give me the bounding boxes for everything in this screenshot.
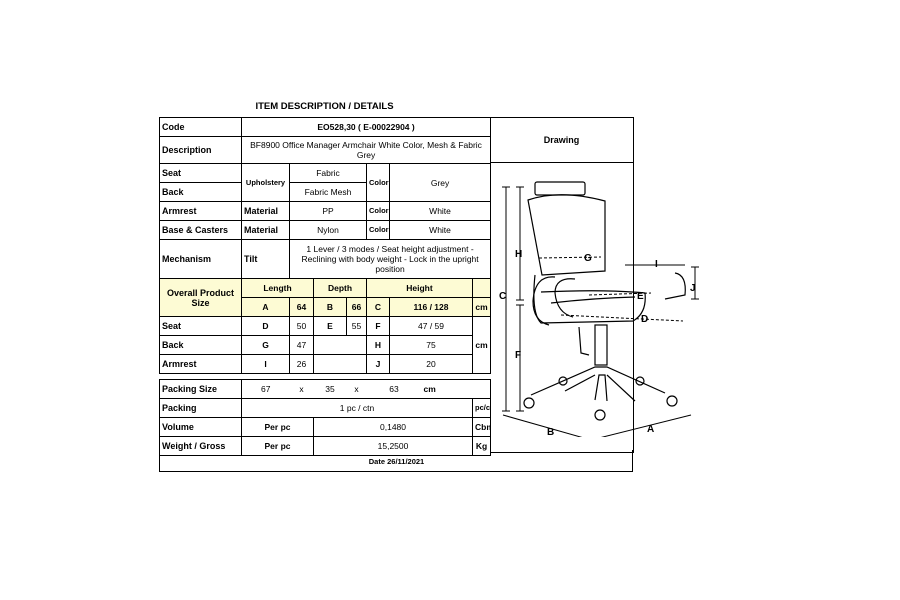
- volume-per: Per pc: [241, 417, 314, 437]
- code-label: Code: [159, 117, 242, 137]
- dim-d-value: 50: [289, 316, 314, 336]
- mechanism-label: Mechanism: [159, 239, 242, 279]
- dim-letter-b: B: [547, 427, 554, 437]
- packing-size-label: Packing Size: [159, 379, 242, 399]
- packing-width: 35: [313, 379, 347, 399]
- details-table: Code EO528,30 ( E-00022904 ) Description…: [159, 117, 492, 456]
- dim-letter-e: E: [637, 291, 644, 302]
- armrest-color-label: Color: [366, 201, 390, 221]
- dim-h-key: H: [366, 335, 390, 355]
- drawing-label: Drawing: [490, 118, 633, 163]
- weight-per: Per pc: [241, 436, 314, 456]
- base-material: Nylon: [289, 220, 367, 240]
- base-material-label: Material: [241, 220, 290, 240]
- overall-a-value: 64: [289, 297, 314, 317]
- overall-size-label: Overall Product Size: [159, 278, 242, 317]
- dim-h-value: 75: [389, 335, 473, 355]
- armrest-color: White: [388, 201, 492, 221]
- date-cell: Date 26/11/2021: [159, 453, 633, 471]
- dim-letter-f: F: [515, 350, 521, 361]
- overall-unit-blank: [471, 278, 492, 298]
- dim-i-value: 26: [289, 354, 314, 374]
- weight-label: Weight / Gross: [159, 436, 242, 456]
- seat-label: Seat: [159, 163, 242, 183]
- dim-j-value: 20: [389, 354, 473, 374]
- overall-a-key: A: [241, 297, 290, 317]
- dim-armrest-blank: [313, 354, 367, 374]
- upholstery-color: Grey: [388, 163, 492, 202]
- depth-header: Depth: [313, 278, 367, 298]
- upholstery-color-label: Color: [366, 163, 390, 202]
- dim-e-key: E: [313, 316, 347, 336]
- outer-border-right: [632, 450, 633, 472]
- dims-unit: cm: [471, 316, 492, 374]
- mechanism-value: 1 Lever / 3 modes / Seat height adjustme…: [288, 239, 492, 279]
- back-material: Fabric Mesh: [289, 182, 367, 202]
- armrest-material: PP: [289, 201, 367, 221]
- dim-j-key: J: [366, 354, 390, 374]
- length-header: Length: [241, 278, 314, 298]
- packing-label: Packing: [159, 398, 242, 418]
- dim-letter-h: H: [515, 249, 522, 260]
- volume-value: 0,1480: [313, 417, 473, 437]
- overall-b-value: 66: [346, 297, 367, 317]
- dim-back-blank: [313, 335, 367, 355]
- seat-material: Fabric: [289, 163, 367, 183]
- weight-unit: Kg: [471, 436, 492, 456]
- dim-letter-d: D: [641, 314, 648, 325]
- armrest-label: Armrest: [159, 201, 242, 221]
- dims-seat-label: Seat: [159, 316, 242, 336]
- overall-unit: cm: [471, 297, 492, 317]
- dim-letter-j: J: [690, 283, 696, 294]
- code-value: EO528,30 ( E-00022904 ): [240, 117, 492, 137]
- dim-letter-i: I: [655, 259, 658, 270]
- dims-back-label: Back: [159, 335, 242, 355]
- mechanism-type: Tilt: [241, 239, 290, 279]
- packing-unit: pc/ctn: [471, 398, 492, 418]
- volume-label: Volume: [159, 417, 242, 437]
- height-header: Height: [366, 278, 473, 298]
- description-label: Description: [159, 136, 242, 164]
- back-label: Back: [159, 182, 242, 202]
- dim-e-value: 55: [346, 316, 367, 336]
- packing-x1: x: [289, 379, 314, 399]
- base-label: Base & Casters: [159, 220, 242, 240]
- outer-border-bottom: [159, 471, 633, 472]
- dims-armrest-label: Armrest: [159, 354, 242, 374]
- dim-letter-a: A: [647, 424, 654, 435]
- dim-d-key: D: [241, 316, 290, 336]
- dim-f-key: F: [366, 316, 390, 336]
- chair-drawing: C H F G I J E D B A: [499, 181, 699, 437]
- sheet-title: ITEM DESCRIPTION / DETAILS: [255, 101, 394, 112]
- dim-letter-g: G: [584, 253, 592, 264]
- overall-b-key: B: [313, 297, 347, 317]
- date-text: Date 26/11/2021: [368, 457, 425, 466]
- weight-value: 15,2500: [313, 436, 473, 456]
- dim-g-key: G: [241, 335, 290, 355]
- description-value: BF8900 Office Manager Armchair White Col…: [240, 136, 492, 164]
- packing-value: 1 pc / ctn: [241, 398, 473, 418]
- volume-unit: Cbm: [471, 417, 492, 437]
- dim-i-key: I: [241, 354, 290, 374]
- packing-length: 67: [241, 379, 290, 399]
- dim-f-value: 47 / 59: [389, 316, 473, 336]
- base-color: White: [388, 220, 492, 240]
- drawing-panel: Drawing: [490, 117, 634, 453]
- dim-letter-c: C: [499, 291, 506, 302]
- dim-g-value: 47: [289, 335, 314, 355]
- overall-c-key: C: [366, 297, 390, 317]
- armrest-material-label: Material: [241, 201, 290, 221]
- upholstery-label: Upholstery: [241, 163, 290, 202]
- overall-c-value: 116 / 128: [389, 297, 473, 317]
- packing-size-unit: cm: [421, 379, 492, 399]
- base-color-label: Color: [366, 220, 390, 240]
- packing-x2: x: [346, 379, 367, 399]
- packing-height: 63: [366, 379, 422, 399]
